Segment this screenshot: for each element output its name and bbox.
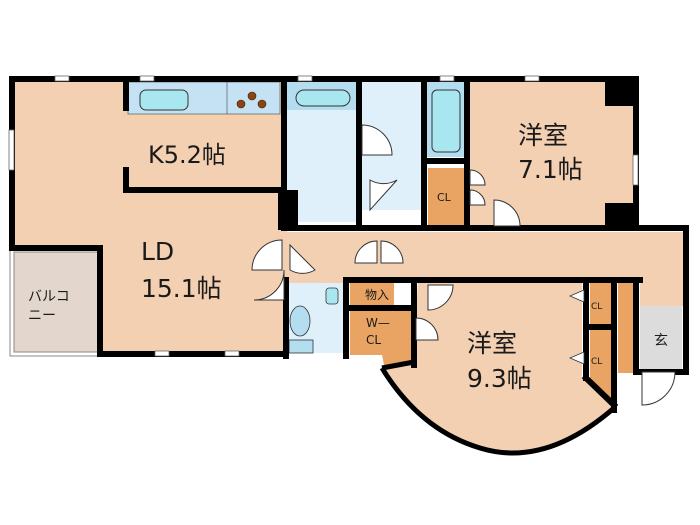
ld-size-label: 15.1帖 [141, 274, 222, 303]
room2-name-label: 洋室 [467, 329, 517, 358]
kitchen-label: K5.2帖 [148, 141, 226, 169]
closet-room2-upper-label: CL [591, 302, 602, 312]
toilet-icon [289, 305, 311, 337]
windows [8, 75, 639, 357]
curved-wall [379, 366, 616, 456]
closet-room1 [428, 168, 464, 226]
wcl-label-2: CL [366, 333, 381, 347]
room1-size-label: 7.1帖 [518, 155, 583, 184]
ld-name-label: LD [141, 237, 174, 266]
storage-label: 物入 [365, 288, 389, 302]
balcony-label-1: バルコ [28, 289, 70, 305]
entrance [640, 306, 682, 370]
kitchen-sink-icon [139, 89, 189, 111]
wcl-label-1: W— [366, 316, 390, 330]
washbasin-icon [295, 89, 351, 107]
room1-name-label: 洋室 [518, 121, 568, 150]
balcony-label-2: ニー [28, 308, 56, 324]
balcony [13, 251, 99, 353]
living-dining-area [14, 79, 287, 352]
western-room-1 [470, 82, 633, 226]
bathtub-icon [431, 89, 461, 153]
entrance-label: 玄 [654, 332, 668, 349]
stove-icon [236, 91, 267, 109]
western-room-2 [384, 283, 613, 454]
door-swings [251, 124, 676, 406]
closet-room2-lower-label: CL [591, 357, 602, 367]
shoe-closet [618, 283, 634, 373]
closet-room2-upper [590, 283, 612, 325]
storage-closet [350, 283, 394, 307]
room2-size-label: 9.3帖 [467, 364, 532, 393]
walk-in-closet [350, 311, 412, 370]
closet-room1-label: CL [437, 191, 452, 204]
